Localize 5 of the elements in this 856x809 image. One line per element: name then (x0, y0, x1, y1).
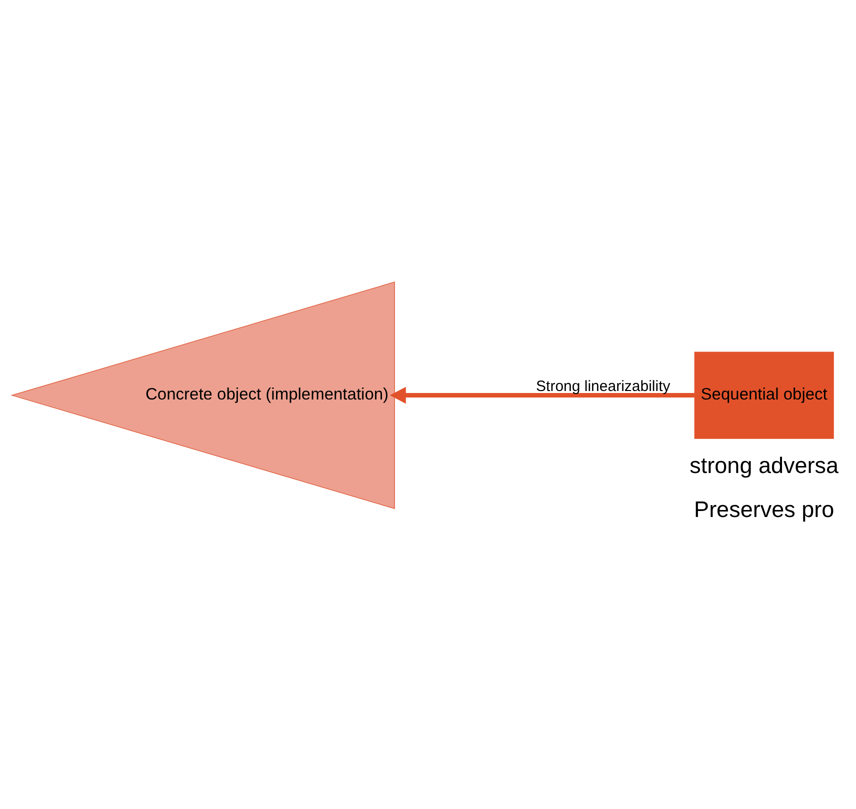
label: strong adversa (690, 452, 839, 478)
edge-label: Strong linearizability (536, 378, 670, 395)
label: Preserves pro (694, 497, 834, 522)
node-box: Sequential object (694, 352, 834, 439)
arrow (390, 386, 694, 404)
